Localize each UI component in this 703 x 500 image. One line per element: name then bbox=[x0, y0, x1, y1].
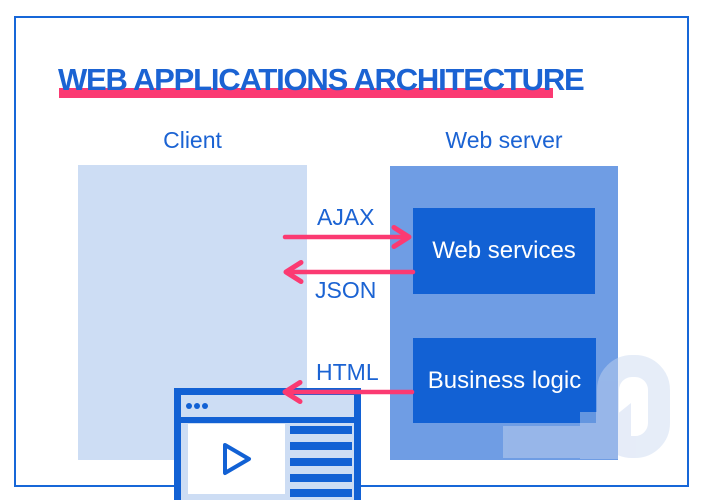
html-label: HTML bbox=[316, 359, 379, 385]
web-services-box: Web services bbox=[413, 208, 595, 294]
text-line bbox=[290, 489, 352, 497]
title-underline-bar bbox=[59, 88, 553, 98]
browser-dot-icon bbox=[202, 403, 208, 409]
client-panel bbox=[78, 165, 361, 500]
browser-dot-icon bbox=[186, 403, 192, 409]
text-line bbox=[290, 458, 352, 466]
video-player-box bbox=[188, 424, 285, 494]
text-line bbox=[290, 442, 352, 450]
browser-titlebar bbox=[181, 395, 359, 423]
business-logic-box: Business logic bbox=[413, 338, 596, 423]
json-label: JSON bbox=[315, 277, 377, 303]
client-column-label: Client bbox=[163, 127, 222, 153]
server-column-label: Web server bbox=[445, 127, 563, 153]
diagram-title: WEB APPLICATIONS ARCHITECTURE bbox=[58, 62, 585, 97]
ajax-label: AJAX bbox=[317, 204, 375, 230]
text-line bbox=[290, 426, 352, 434]
browser-dot-icon bbox=[194, 403, 200, 409]
play-icon bbox=[222, 443, 251, 475]
browser-window bbox=[174, 388, 361, 500]
text-line bbox=[290, 474, 352, 482]
